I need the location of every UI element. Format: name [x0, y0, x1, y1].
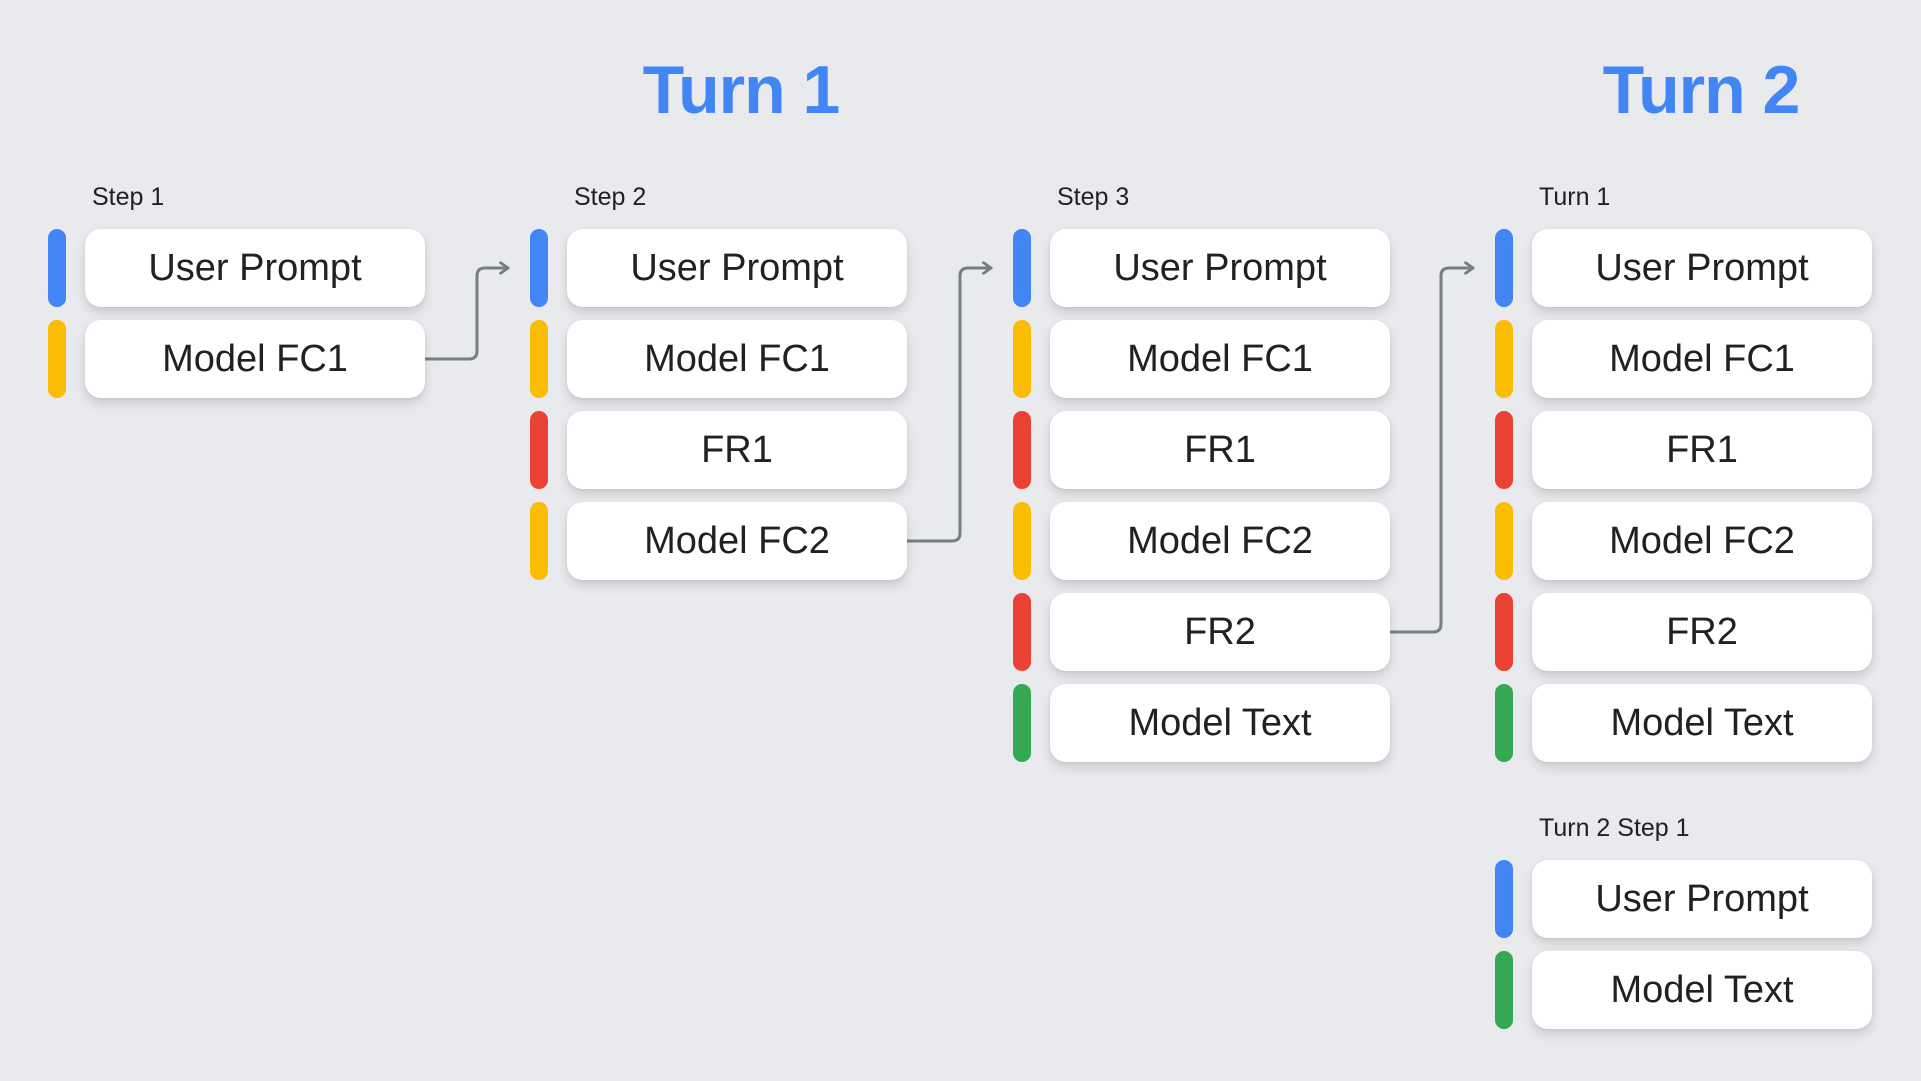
card-label: User Prompt: [630, 246, 844, 289]
card-fr2: FR2: [1532, 593, 1872, 671]
card-fr2: FR2: [1050, 593, 1390, 671]
card-label: Model FC2: [644, 519, 830, 562]
card-row: FR1: [1013, 411, 1390, 489]
function-response-color-bar: [1495, 411, 1513, 489]
card-label: FR2: [1184, 610, 1256, 653]
card-row: User Prompt: [530, 229, 907, 307]
card-model-fc1: Model FC1: [85, 320, 425, 398]
card-fr1: FR1: [1532, 411, 1872, 489]
model-fc-color-bar: [530, 502, 548, 580]
turn-1-header: Turn 1: [642, 52, 841, 128]
card-label: Model FC1: [1127, 337, 1313, 380]
card-row: FR2: [1013, 593, 1390, 671]
card-row: User Prompt: [1495, 229, 1872, 307]
card-label: User Prompt: [1595, 877, 1809, 920]
group-label: Step 1: [92, 183, 165, 211]
card-fr1: FR1: [567, 411, 907, 489]
arrow-step2-to-step3: [905, 268, 993, 543]
group-step-1: Step 1 User Prompt Model FC1: [48, 182, 425, 411]
card-label: User Prompt: [1595, 246, 1809, 289]
group-step-3: Step 3 User Prompt Model FC1 FR1 Model F…: [1013, 182, 1390, 775]
function-response-color-bar: [1013, 593, 1031, 671]
card-label: Model FC1: [644, 337, 830, 380]
model-fc-color-bar: [530, 320, 548, 398]
card-label: Model FC2: [1127, 519, 1313, 562]
card-row: Model FC2: [530, 502, 907, 580]
model-text-color-bar: [1013, 684, 1031, 762]
arrow-step3-to-turn1: [1388, 268, 1475, 634]
card-model-fc2: Model FC2: [1050, 502, 1390, 580]
card-fr1: FR1: [1050, 411, 1390, 489]
model-fc-color-bar: [48, 320, 66, 398]
card-model-fc1: Model FC1: [1532, 320, 1872, 398]
card-row: Model FC2: [1495, 502, 1872, 580]
card-row: User Prompt: [48, 229, 425, 307]
group-turn-2-step-1: Turn 2 Step 1 User Prompt Model Text: [1495, 813, 1872, 1042]
card-row: FR1: [530, 411, 907, 489]
card-row: Model FC1: [1495, 320, 1872, 398]
card-row: Model Text: [1495, 951, 1872, 1029]
card-row: User Prompt: [1013, 229, 1390, 307]
group-turn-1: Turn 1 User Prompt Model FC1 FR1 Model F…: [1495, 182, 1872, 775]
user-prompt-color-bar: [1495, 860, 1513, 938]
model-fc-color-bar: [1495, 320, 1513, 398]
function-response-color-bar: [530, 411, 548, 489]
model-fc-color-bar: [1013, 502, 1031, 580]
card-label: Model FC2: [1609, 519, 1795, 562]
group-label: Step 2: [574, 183, 647, 211]
function-response-color-bar: [1013, 411, 1031, 489]
card-user-prompt: User Prompt: [1050, 229, 1390, 307]
card-row: FR1: [1495, 411, 1872, 489]
card-row: Model Text: [1495, 684, 1872, 762]
group-label: Step 3: [1057, 183, 1130, 211]
card-user-prompt: User Prompt: [85, 229, 425, 307]
card-label: User Prompt: [1113, 246, 1327, 289]
card-label: FR1: [1184, 428, 1256, 471]
card-model-text: Model Text: [1532, 951, 1872, 1029]
card-row: User Prompt: [1495, 860, 1872, 938]
card-model-fc2: Model FC2: [1532, 502, 1872, 580]
card-label: Model Text: [1610, 968, 1794, 1011]
card-row: Model FC1: [48, 320, 425, 398]
card-user-prompt: User Prompt: [567, 229, 907, 307]
card-model-fc1: Model FC1: [1050, 320, 1390, 398]
user-prompt-color-bar: [530, 229, 548, 307]
card-row: FR2: [1495, 593, 1872, 671]
card-label: Model FC1: [1609, 337, 1795, 380]
card-user-prompt: User Prompt: [1532, 229, 1872, 307]
group-step-2: Step 2 User Prompt Model FC1 FR1 Model F…: [530, 182, 907, 593]
card-label: User Prompt: [148, 246, 362, 289]
turn-2-header: Turn 2: [1602, 52, 1801, 128]
user-prompt-color-bar: [48, 229, 66, 307]
card-label: Model FC1: [162, 337, 348, 380]
group-label: Turn 1: [1539, 183, 1611, 211]
card-row: Model FC1: [530, 320, 907, 398]
arrow-step1-to-step2: [423, 268, 510, 361]
card-row: Model FC2: [1013, 502, 1390, 580]
card-user-prompt: User Prompt: [1532, 860, 1872, 938]
card-label: Model Text: [1128, 701, 1312, 744]
model-fc-color-bar: [1013, 320, 1031, 398]
card-label: Model Text: [1610, 701, 1794, 744]
model-text-color-bar: [1495, 684, 1513, 762]
card-model-text: Model Text: [1532, 684, 1872, 762]
card-model-fc1: Model FC1: [567, 320, 907, 398]
card-row: Model Text: [1013, 684, 1390, 762]
card-label: FR1: [1666, 428, 1738, 471]
card-row: Model FC1: [1013, 320, 1390, 398]
card-label: FR2: [1666, 610, 1738, 653]
function-response-color-bar: [1495, 593, 1513, 671]
card-model-text: Model Text: [1050, 684, 1390, 762]
model-fc-color-bar: [1495, 502, 1513, 580]
user-prompt-color-bar: [1495, 229, 1513, 307]
user-prompt-color-bar: [1013, 229, 1031, 307]
model-text-color-bar: [1495, 951, 1513, 1029]
card-model-fc2: Model FC2: [567, 502, 907, 580]
group-label: Turn 2 Step 1: [1539, 814, 1690, 842]
card-label: FR1: [701, 428, 773, 471]
